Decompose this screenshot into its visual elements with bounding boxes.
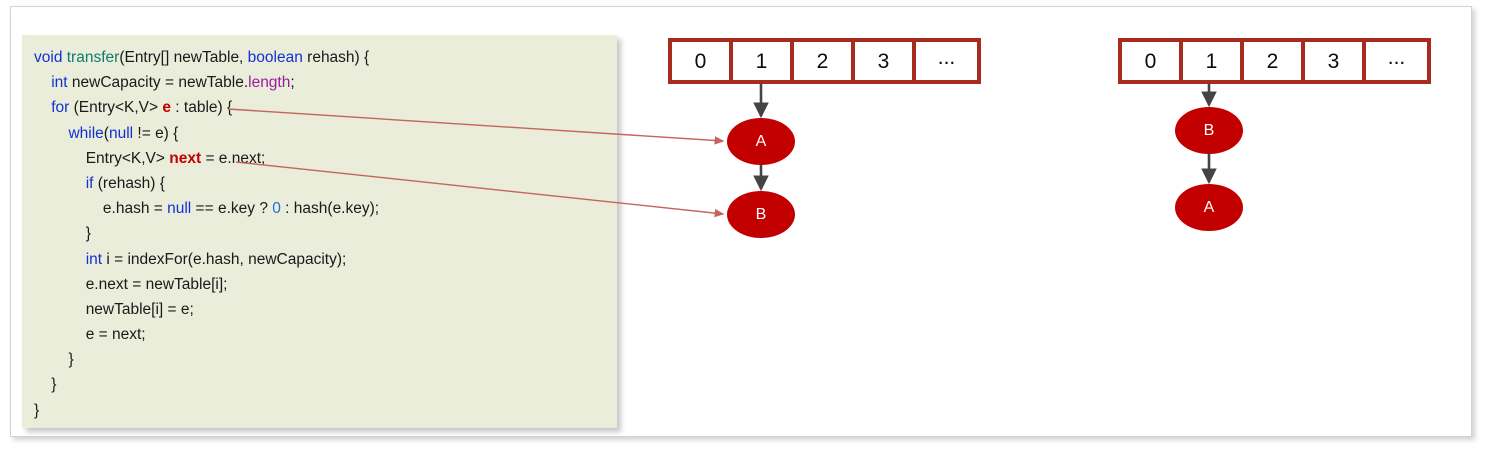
code-token: : table) { [171,99,233,117]
code-token: for [51,99,74,117]
code-token: e.next = newTable[i]; [85,275,228,293]
code-token: } [85,225,91,243]
code-indent [34,150,86,167]
bucket-cell-after-2[interactable]: 2 [1244,42,1305,80]
code-indent [34,125,68,142]
code-line: void transfer(Entry[] newTable, boolean … [34,45,617,70]
entry-node-label: A [1203,198,1215,216]
code-token: ( [103,124,109,142]
entry-node-label: B [1203,121,1215,139]
code-token: != e) { [133,124,179,142]
code-line: } [34,372,617,397]
code-line: while(null != e) { [34,121,617,146]
code-line: e.hash = null == e.key ? 0 : hash(e.key)… [34,196,617,221]
code-token: newCapacity = newTable. [71,74,249,92]
code-token: (Entry<K,V> [73,99,163,117]
code-line: e = next; [34,322,617,347]
code-token: (rehash) { [97,174,165,192]
code-line: int i = indexFor(e.hash, newCapacity); [34,247,617,272]
entry-node-after-1[interactable]: A [1175,184,1243,231]
code-line: Entry<K,V> next = e.next; [34,146,617,171]
code-indent [34,301,86,318]
code-indent [34,251,86,268]
bucket-cell-before-0[interactable]: 0 [672,42,733,80]
code-line: } [34,221,617,246]
code-line: e.next = newTable[i]; [34,272,617,297]
code-indent [34,225,86,242]
code-token: } [68,351,74,369]
code-indent [34,200,103,217]
code-token: e [162,99,171,117]
code-token: transfer [66,49,120,66]
bucket-cell-after-0[interactable]: 0 [1122,42,1183,80]
entry-node-before-1[interactable]: B [727,191,795,238]
code-token: } [34,401,40,419]
bucket-cell-after-3[interactable]: 3 [1305,42,1366,80]
code-token: i = indexFor(e.hash, newCapacity); [106,250,347,268]
entry-node-label: A [755,132,767,150]
code-token: int [85,250,107,268]
entry-node-after-0[interactable]: B [1175,107,1243,154]
code-token: Entry<K,V> [85,149,170,167]
code-token: } [51,376,57,394]
code-token: rehash) { [307,49,370,66]
code-indent [34,74,51,91]
code-token: next [169,149,202,167]
code-token: null [167,200,192,218]
code-indent [34,326,86,343]
code-line: for (Entry<K,V> e : table) { [34,95,617,120]
code-token: (Entry[] newTable, [119,49,248,66]
code-indent [34,276,86,293]
code-indent [34,351,68,368]
bucket-cell-before-1[interactable]: 1 [733,42,794,80]
code-token: ; [290,74,295,92]
entry-node-label: B [755,205,767,223]
code-token: boolean [247,49,308,66]
bucket-cell-before-4[interactable]: ... [916,42,977,80]
code-indent [34,175,86,192]
code-line: if (rehash) { [34,171,617,196]
code-token: int [51,74,72,92]
code-token: newTable[i] = e; [85,300,194,318]
entry-node-before-0[interactable]: A [727,118,795,165]
code-token: e = next; [85,326,146,344]
code-token: void [34,49,67,66]
bucket-cell-after-1[interactable]: 1 [1183,42,1244,80]
code-token: = e.next; [201,149,266,167]
code-token: length [248,74,291,92]
code-line: } [34,398,617,423]
bucket-cell-after-4[interactable]: ... [1366,42,1427,80]
code-indent [34,376,51,393]
code-token: null [108,124,134,142]
code-line: int newCapacity = newTable.length; [34,70,617,95]
code-listing: void transfer(Entry[] newTable, boolean … [34,45,617,423]
code-line: } [34,347,617,372]
code-indent [34,99,51,116]
bucket-cell-before-2[interactable]: 2 [794,42,855,80]
code-token: e.hash = [102,200,168,218]
code-token: == e.key ? [191,200,273,218]
code-panel: void transfer(Entry[] newTable, boolean … [22,35,617,428]
bucket-cell-before-3[interactable]: 3 [855,42,916,80]
code-token: : hash(e.key); [280,200,380,218]
code-token: while [68,124,104,142]
code-token: if [85,174,98,192]
code-line: newTable[i] = e; [34,297,617,322]
code-token: 0 [272,200,281,218]
